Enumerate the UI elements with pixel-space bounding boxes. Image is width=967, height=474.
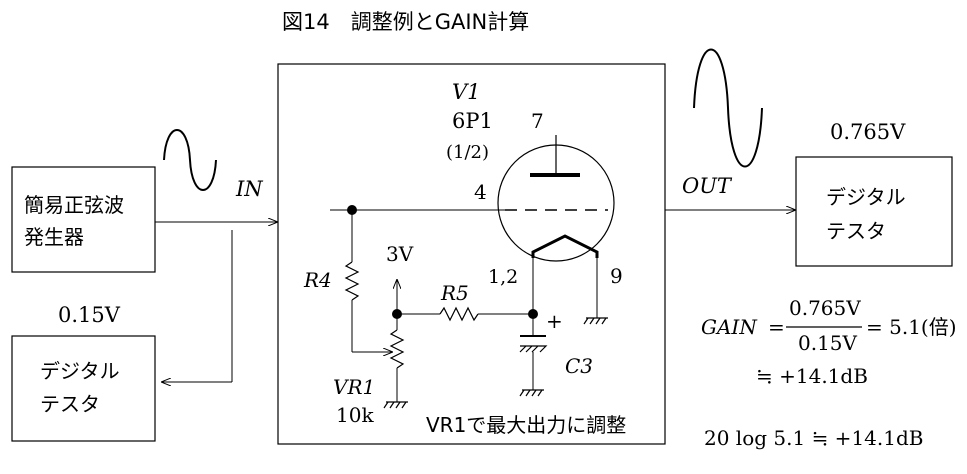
output-voltage: 0.765V bbox=[830, 120, 906, 144]
tester-out-line2: テスタ bbox=[826, 219, 886, 243]
gain-denominator: 0.15V bbox=[798, 331, 858, 355]
adjust-note: VR1で最大出力に調整 bbox=[426, 413, 626, 437]
tester-in-line2: テスタ bbox=[40, 392, 100, 416]
output-sine-wave bbox=[693, 48, 763, 168]
pin-plate: 7 bbox=[531, 109, 544, 133]
pin-cathode: 1,2 bbox=[488, 266, 518, 288]
gain-result: = 5.1(倍) bbox=[866, 315, 957, 339]
tester-in-line1: デジタル bbox=[40, 359, 120, 383]
c3-ground-symbol bbox=[519, 389, 544, 397]
input-label: IN bbox=[235, 177, 263, 201]
r5-label: R5 bbox=[440, 281, 469, 305]
tester-in-box bbox=[11, 335, 156, 442]
tube-type: 6P1 bbox=[452, 109, 493, 133]
vr1-ground-symbol bbox=[383, 401, 408, 409]
pin-heater: 9 bbox=[610, 264, 623, 288]
vr1-value: 10k bbox=[336, 403, 374, 427]
signal-generator-line1: 簡易正弦波 bbox=[24, 193, 124, 217]
r4-resistor bbox=[344, 261, 360, 301]
c3-plate-bottom bbox=[519, 345, 548, 353]
tester-out-box bbox=[795, 156, 953, 267]
vr1-resistor bbox=[389, 329, 405, 369]
gain-numerator: 0.765V bbox=[789, 296, 861, 320]
gain-approx: ≒ +14.1dB bbox=[756, 364, 868, 388]
supply-label: 3V bbox=[386, 242, 414, 266]
c3-plus: + bbox=[546, 309, 563, 333]
c3-label: C3 bbox=[565, 354, 593, 378]
tube-cathode bbox=[531, 234, 599, 258]
signal-generator-box bbox=[11, 166, 156, 273]
gain-log-expr: 20 log 5.1 ≒ +14.1dB bbox=[704, 426, 923, 450]
signal-generator-line2: 発生器 bbox=[24, 225, 84, 249]
gain-eq: = bbox=[768, 315, 785, 339]
diagram-title: 図14 調整例とGAIN計算 bbox=[282, 10, 529, 34]
tube-half: (1/2) bbox=[446, 142, 489, 163]
gain-lhs: GAIN bbox=[701, 315, 758, 339]
amplifier-box bbox=[277, 63, 666, 445]
input-voltage: 0.15V bbox=[58, 303, 121, 327]
r4-label: R4 bbox=[303, 268, 332, 292]
r5-resistor bbox=[439, 306, 479, 322]
pin9-ground-symbol bbox=[583, 317, 608, 325]
vr1-label: VR1 bbox=[333, 375, 375, 399]
pin-grid: 4 bbox=[474, 180, 487, 204]
input-sine-wave bbox=[163, 129, 217, 191]
tester-out-line1: デジタル bbox=[826, 185, 906, 209]
output-label: OUT bbox=[682, 174, 733, 198]
tube-name: V1 bbox=[452, 80, 481, 104]
